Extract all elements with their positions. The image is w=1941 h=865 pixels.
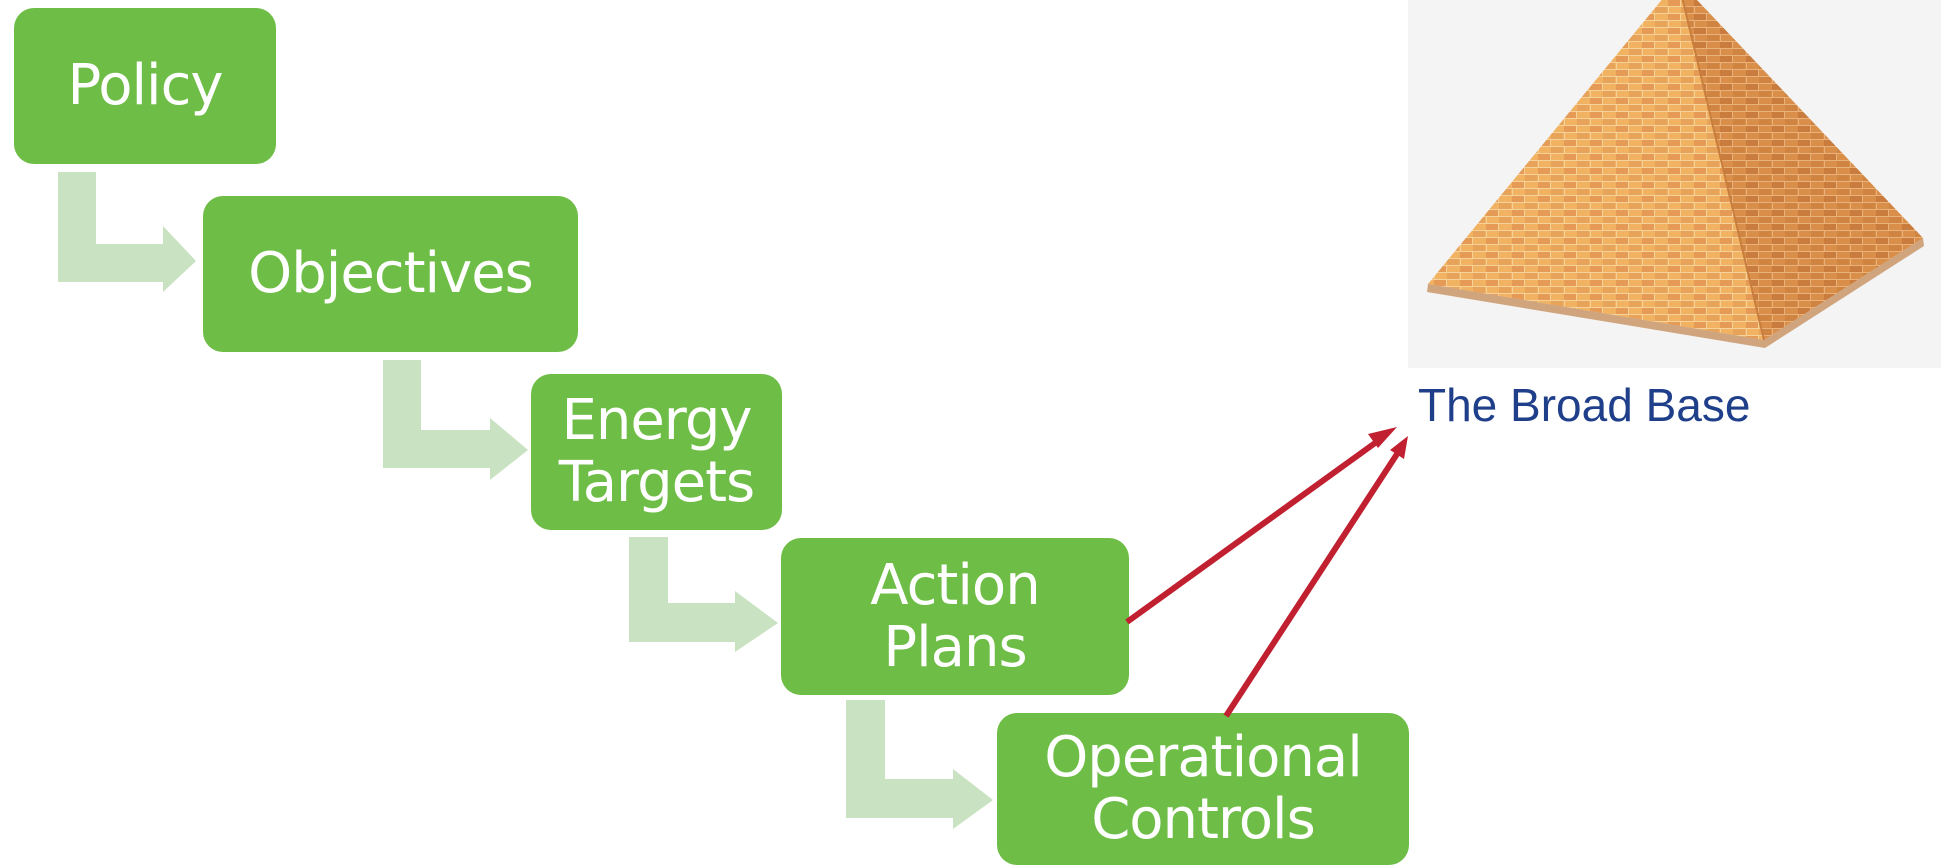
step-operational-controls-line-1: Operational: [1044, 725, 1363, 790]
pyramid-left-face: [1428, 0, 1764, 340]
step-energy-targets-line-2: Targets: [558, 450, 755, 515]
step-operational-controls-line-2: Controls: [1091, 787, 1316, 852]
pyramid-caption: The Broad Base: [1418, 379, 1751, 431]
step-objectives-label: Objectives: [248, 241, 534, 306]
step-objectives: Objectives: [203, 196, 578, 352]
arrow-action-plans-to-base-head: [1368, 427, 1397, 448]
elbow-arrow-objectives-energy: [383, 360, 528, 480]
pyramid-right-face: [1682, 0, 1923, 340]
elbow-arrow-policy-objectives: [58, 172, 196, 292]
step-energy-targets: Energy Targets: [531, 374, 782, 530]
elbow-arrow-action-operational: [846, 700, 993, 829]
arrow-action-plans-to-base: [1125, 435, 1384, 625]
step-policy: Policy: [14, 8, 276, 164]
pyramid-image: [1408, 0, 1941, 368]
arrow-operational-controls-to-base-head: [1390, 436, 1408, 459]
step-policy-label: Policy: [67, 53, 223, 118]
step-energy-targets-line-1: Energy: [561, 388, 752, 453]
step-action-plans-line-2: Plans: [883, 614, 1027, 680]
step-action-plans: Action Plans: [781, 538, 1129, 695]
elbow-arrow-energy-action: [629, 537, 778, 652]
pyramid-icon: [1427, 0, 1924, 348]
arrow-operational-controls-to-base: [1223, 449, 1402, 718]
step-operational-controls: Operational Controls: [997, 713, 1409, 865]
step-action-plans-line-1: Action: [870, 552, 1040, 618]
